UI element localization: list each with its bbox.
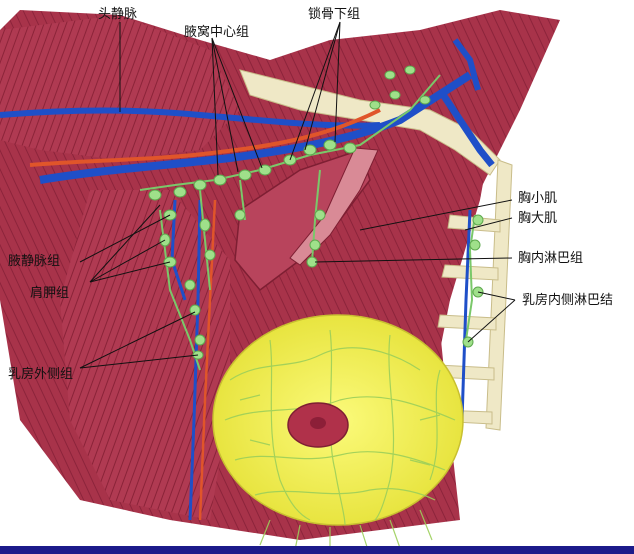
nipple xyxy=(310,417,326,429)
label-interpectoral-group: 胸内淋巴组 xyxy=(518,252,583,265)
bottom-bar xyxy=(0,546,634,554)
label-scapular-group: 肩胛组 xyxy=(30,287,69,300)
label-internal-mammary-nodes: 乳房内侧淋巴结 xyxy=(522,294,613,307)
label-lateral-mammary-group: 乳房外侧组 xyxy=(8,368,73,381)
label-axillary-vein-group: 腋静脉组 xyxy=(8,255,60,268)
label-subclavian-group: 锁骨下组 xyxy=(308,8,360,21)
label-pectoralis-major: 胸大肌 xyxy=(518,212,557,225)
label-pectoralis-minor: 胸小肌 xyxy=(518,192,557,205)
label-central-axillary-group: 腋窝中心组 xyxy=(184,26,249,39)
label-cephalic-vein: 头静脉 xyxy=(98,8,137,21)
